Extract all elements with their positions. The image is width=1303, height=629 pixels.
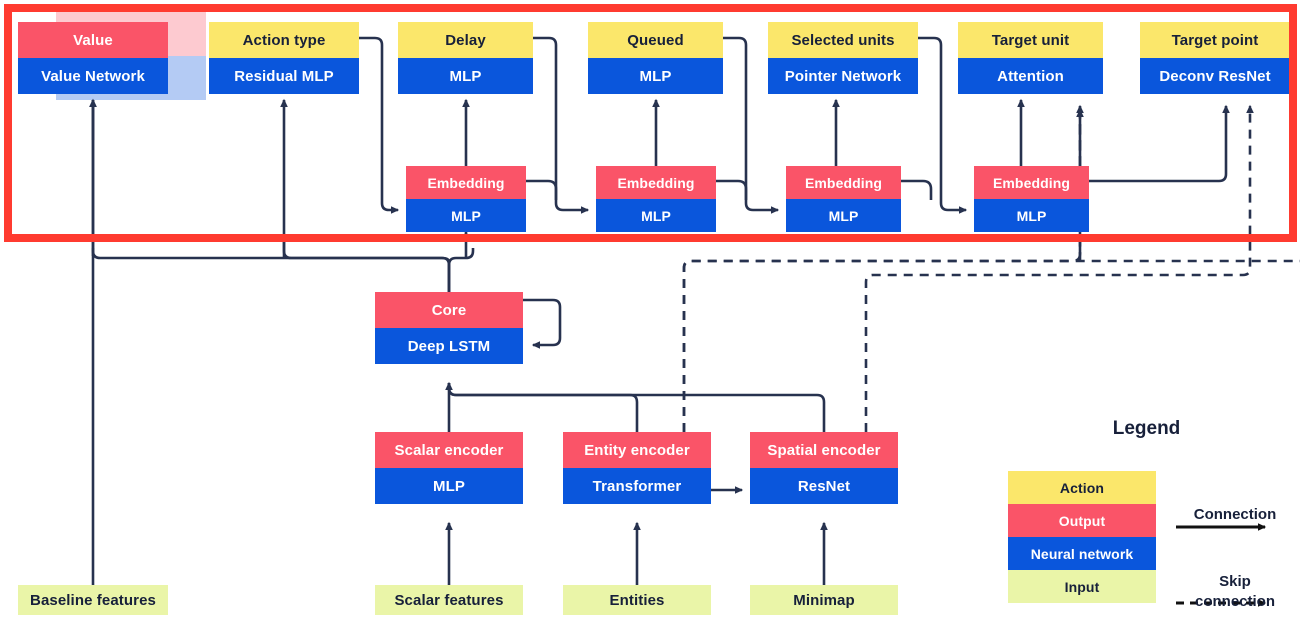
node-selected-units-action: Selected units	[768, 22, 918, 58]
node-value[interactable]: Value Value Network	[18, 22, 168, 94]
node-embedding-queued-network: MLP	[596, 199, 716, 232]
node-embedding-target-unit-network: MLP	[974, 199, 1089, 232]
legend-swatch-neural-network: Neural network	[1008, 537, 1156, 570]
node-queued-network: MLP	[588, 58, 723, 94]
node-entity-encoder[interactable]: Entity encoder Transformer	[563, 432, 711, 504]
node-embedding-delay[interactable]: Embedding MLP	[406, 166, 526, 232]
node-spatial-encoder-output: Spatial encoder	[750, 432, 898, 468]
node-scalar-encoder-network: MLP	[375, 468, 523, 504]
legend-title: Legend	[1112, 418, 1181, 439]
node-spatial-encoder[interactable]: Spatial encoder ResNet	[750, 432, 898, 504]
node-spatial-encoder-network: ResNet	[750, 468, 898, 504]
node-embedding-selected-units-network: MLP	[786, 199, 901, 232]
node-embedding-target-unit-output: Embedding	[974, 166, 1089, 199]
node-input-scalar-features[interactable]: Scalar features	[375, 585, 523, 615]
legend-skip-label-line1: Skip	[1219, 573, 1251, 590]
node-target-point-network: Deconv ResNet	[1140, 58, 1290, 94]
node-delay-action: Delay	[398, 22, 533, 58]
legend-connection-label: Connection	[1193, 506, 1277, 523]
legend-swatches: Action Output Neural network Input	[1008, 471, 1156, 603]
node-embedding-queued-output: Embedding	[596, 166, 716, 199]
node-delay-network: MLP	[398, 58, 533, 94]
node-selected-units-network: Pointer Network	[768, 58, 918, 94]
node-scalar-encoder[interactable]: Scalar encoder MLP	[375, 432, 523, 504]
node-target-unit-action: Target unit	[958, 22, 1103, 58]
node-embedding-delay-network: MLP	[406, 199, 526, 232]
node-input-entities[interactable]: Entities	[563, 585, 711, 615]
node-value-action: Value	[18, 22, 168, 58]
node-delay[interactable]: Delay MLP	[398, 22, 533, 94]
node-entity-encoder-network: Transformer	[563, 468, 711, 504]
legend-swatch-input: Input	[1008, 570, 1156, 603]
node-embedding-selected-units-output: Embedding	[786, 166, 901, 199]
node-embedding-queued[interactable]: Embedding MLP	[596, 166, 716, 232]
node-entity-encoder-output: Entity encoder	[563, 432, 711, 468]
node-core-network: Deep LSTM	[375, 328, 523, 364]
node-core[interactable]: Core Deep LSTM	[375, 292, 523, 364]
node-input-baseline-features[interactable]: Baseline features	[18, 585, 168, 615]
legend: Legend Action Output Neural network Inpu…	[990, 418, 1303, 623]
node-queued[interactable]: Queued MLP	[588, 22, 723, 94]
legend-skip-label-line2: connection	[1194, 593, 1275, 610]
node-selected-units[interactable]: Selected units Pointer Network	[768, 22, 918, 94]
node-target-point-action: Target point	[1140, 22, 1290, 58]
legend-swatch-output: Output	[1008, 504, 1156, 537]
node-embedding-selected-units[interactable]: Embedding MLP	[786, 166, 901, 232]
node-core-output: Core	[375, 292, 523, 328]
node-action-type[interactable]: Action type Residual MLP	[209, 22, 359, 94]
node-action-type-network: Residual MLP	[209, 58, 359, 94]
node-target-unit-network: Attention	[958, 58, 1103, 94]
node-embedding-target-unit[interactable]: Embedding MLP	[974, 166, 1089, 232]
node-target-point[interactable]: Target point Deconv ResNet	[1140, 22, 1290, 94]
node-scalar-encoder-output: Scalar encoder	[375, 432, 523, 468]
node-value-network: Value Network	[18, 58, 168, 94]
node-queued-action: Queued	[588, 22, 723, 58]
node-input-minimap[interactable]: Minimap	[750, 585, 898, 615]
node-target-unit[interactable]: Target unit Attention	[958, 22, 1103, 94]
node-embedding-delay-output: Embedding	[406, 166, 526, 199]
legend-swatch-action: Action	[1008, 471, 1156, 504]
node-action-type-action: Action type	[209, 22, 359, 58]
